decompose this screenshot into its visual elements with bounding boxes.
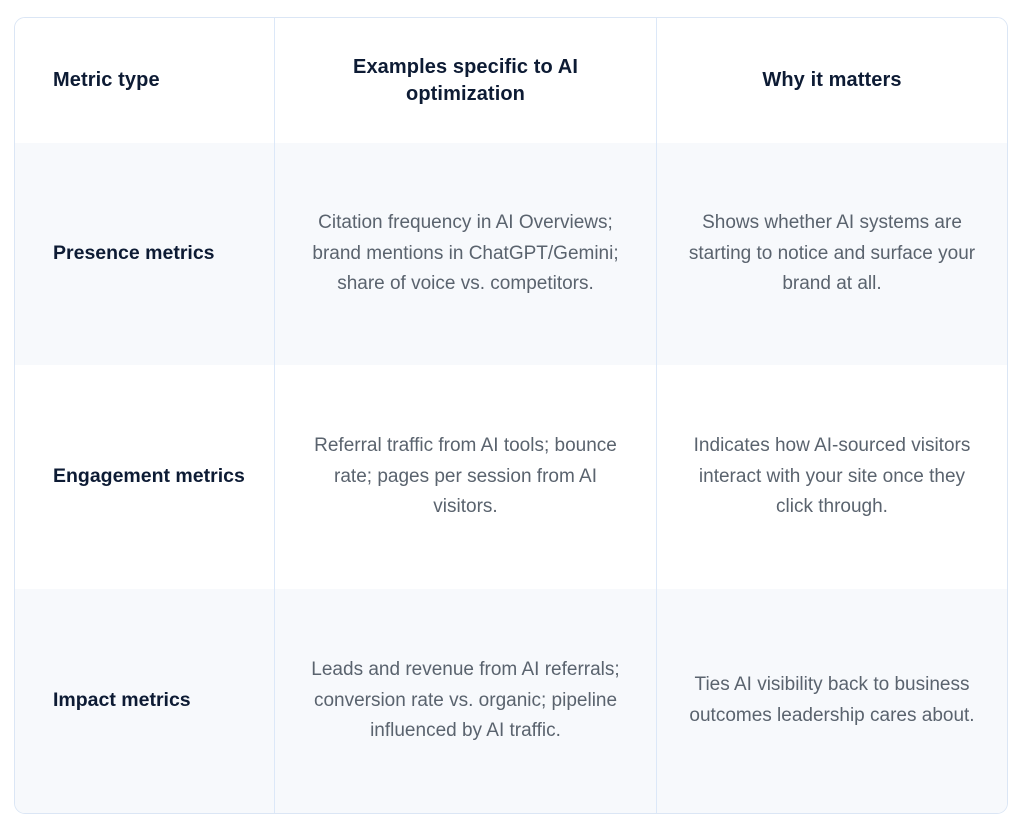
cell-metric-type: Impact metrics [15,589,274,813]
cell-metric-type: Presence metrics [15,143,274,365]
metrics-table: Metric type Examples specific to AI opti… [14,17,1008,814]
table-row: Presence metrics Citation frequency in A… [15,143,1007,365]
table-header-row: Metric type Examples specific to AI opti… [15,18,1007,143]
table-row: Impact metrics Leads and revenue from AI… [15,589,1007,813]
column-header-why-it-matters: Why it matters [656,18,1007,143]
column-header-examples: Examples specific to AI optimization [274,18,656,143]
cell-why-it-matters: Shows whether AI systems are starting to… [656,143,1007,365]
cell-examples: Leads and revenue from AI referrals; con… [274,589,656,813]
cell-metric-type: Engagement metrics [15,365,274,589]
cell-why-it-matters: Indicates how AI-sourced visitors intera… [656,365,1007,589]
column-header-metric-type: Metric type [15,18,274,143]
cell-examples: Citation frequency in AI Overviews; bran… [274,143,656,365]
page-container: Metric type Examples specific to AI opti… [14,17,1008,814]
table-header: Metric type Examples specific to AI opti… [15,18,1007,143]
cell-why-it-matters: Ties AI visibility back to business outc… [656,589,1007,813]
table-row: Engagement metrics Referral traffic from… [15,365,1007,589]
table-body: Presence metrics Citation frequency in A… [15,143,1007,813]
cell-examples: Referral traffic from AI tools; bounce r… [274,365,656,589]
